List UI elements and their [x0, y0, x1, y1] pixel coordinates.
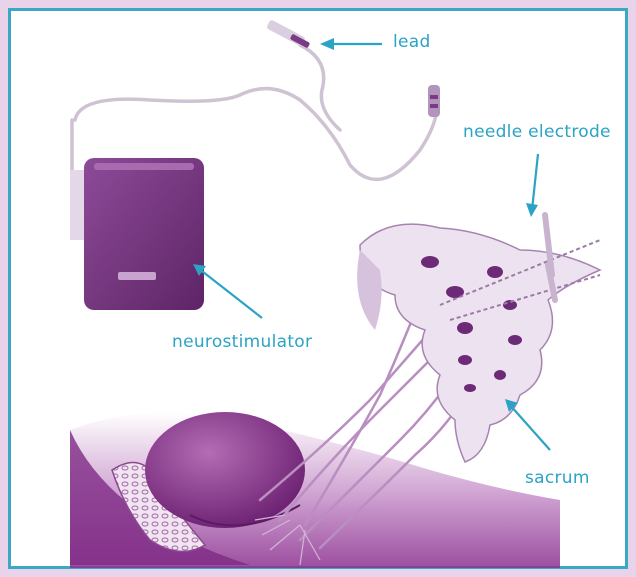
neurostimulator-arrow — [198, 268, 262, 318]
lead-label: lead — [393, 32, 431, 52]
neurostimulator-device — [70, 158, 204, 310]
sacrum-label: sacrum — [525, 468, 590, 488]
neurostimulator-label: neurostimulator — [172, 332, 312, 352]
needle-electrode-arrow — [532, 154, 538, 210]
needle-electrode-label: needle electrode — [463, 122, 611, 142]
bladder — [145, 412, 305, 528]
sacrum-arrow — [510, 405, 550, 450]
sacrum-bone — [360, 224, 600, 462]
